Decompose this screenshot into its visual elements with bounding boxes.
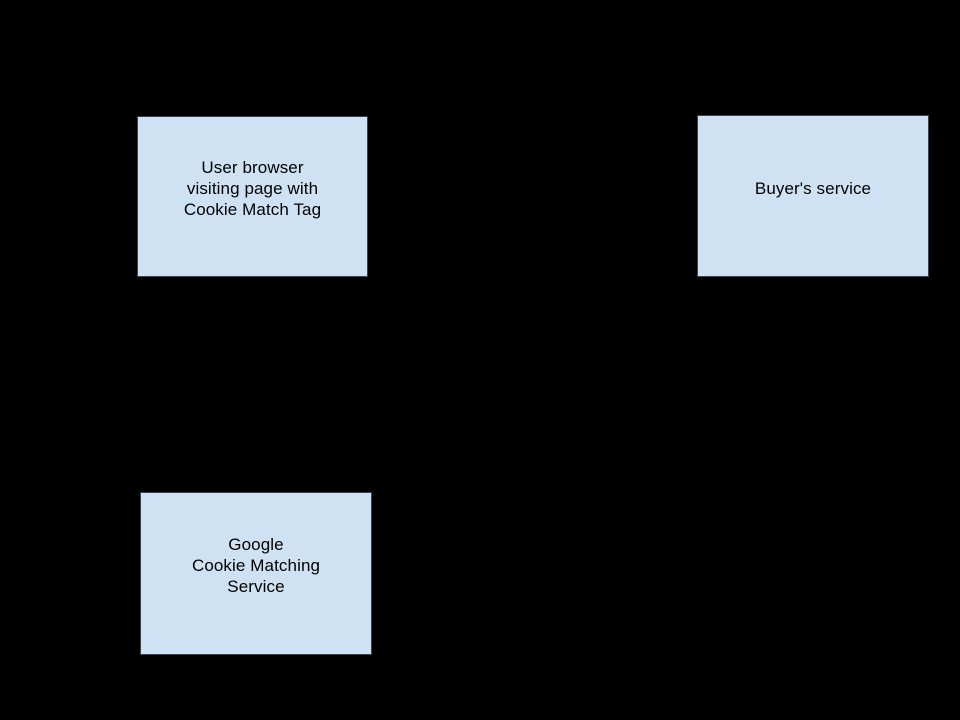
node-user-browser: User browser visiting page with Cookie M… (137, 116, 368, 277)
node-google-cookie-matching-service-label: Google Cookie Matching Service (191, 535, 321, 596)
node-user-browser-label: User browser visiting page with Cookie M… (183, 158, 322, 219)
node-buyers-service: Buyer's service (697, 115, 929, 277)
node-buyers-service-label: Buyer's service (754, 178, 872, 198)
node-google-cookie-matching-service: Google Cookie Matching Service (140, 492, 372, 655)
